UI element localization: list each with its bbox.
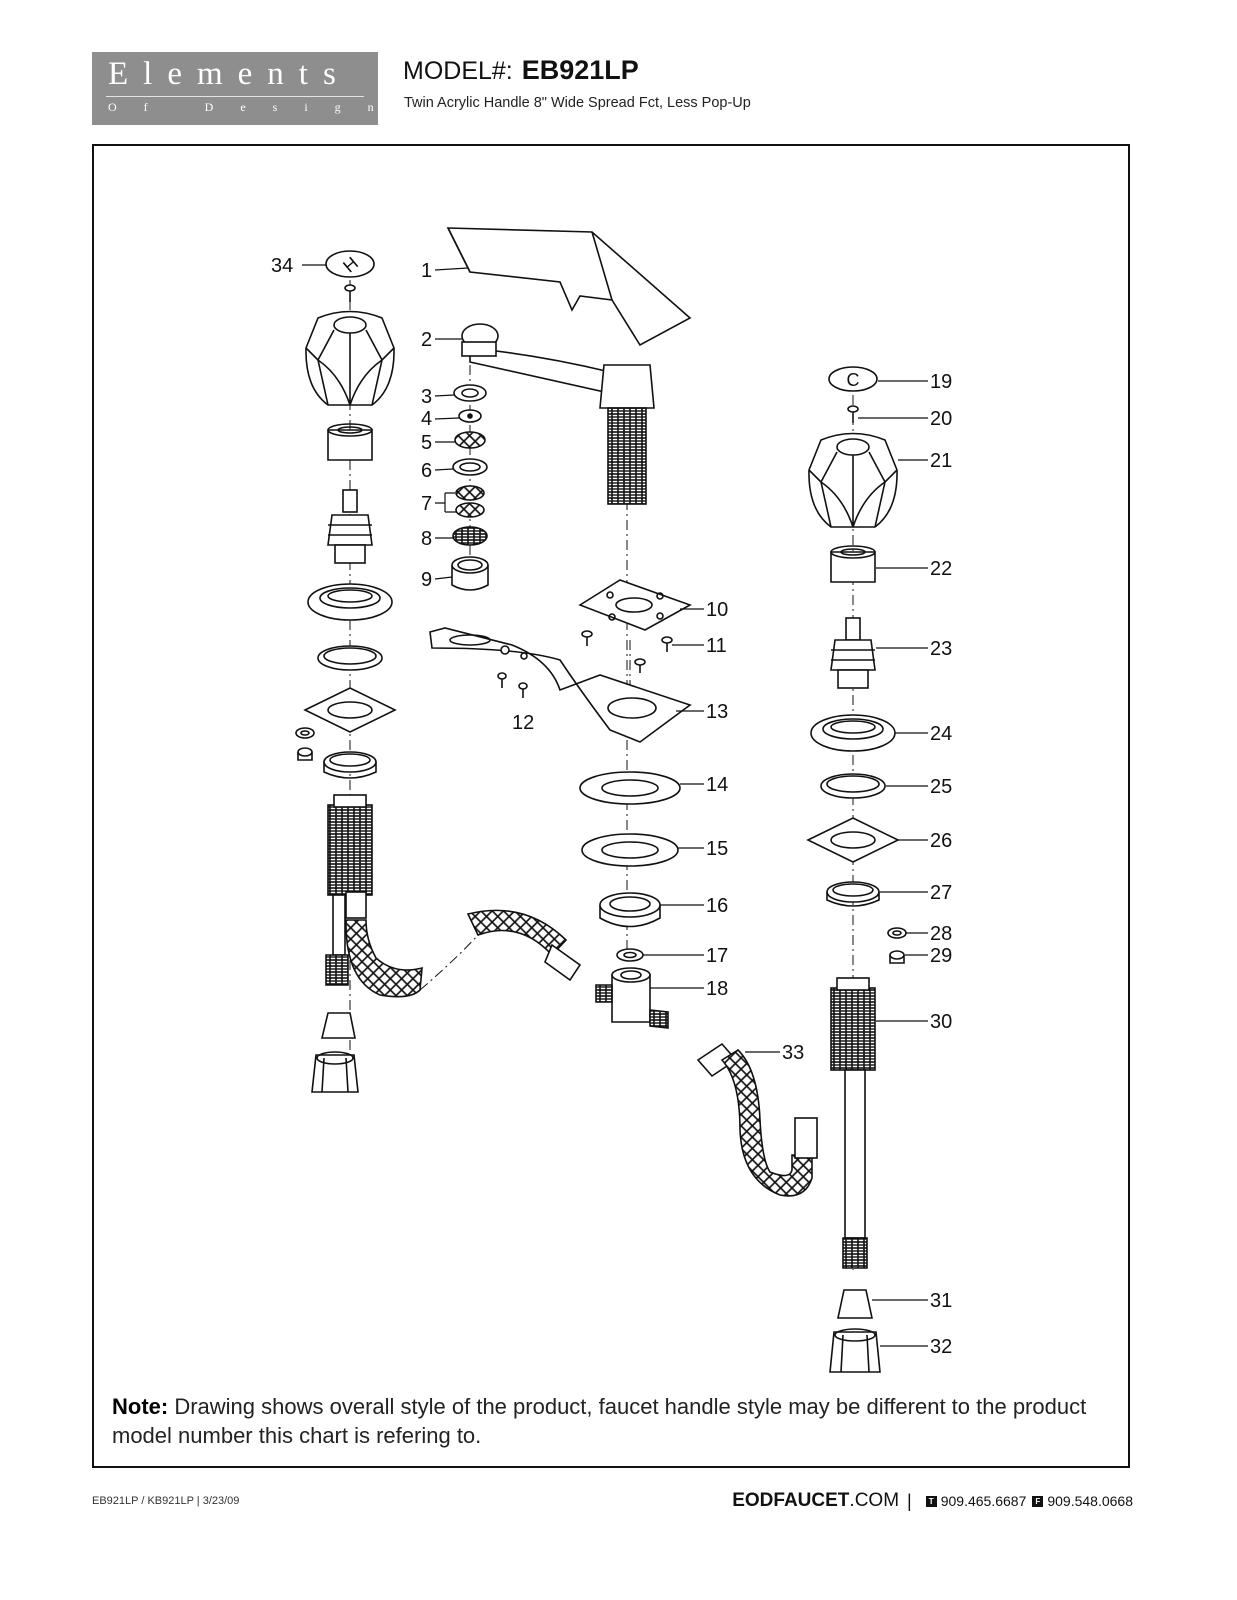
cold-cartridge-icon — [830, 617, 876, 689]
fax-icon: F — [1032, 1495, 1044, 1507]
callout-34: 34 — [271, 255, 293, 277]
note-text: Drawing shows overall style of the produ… — [112, 1394, 1087, 1448]
hot-supply-hose-icon — [345, 891, 423, 998]
callout-31: 31 — [930, 1290, 952, 1312]
hot-small-nuts-icon — [295, 727, 315, 761]
callout-27: 27 — [930, 882, 952, 904]
mounting-screws-icon — [497, 630, 673, 698]
callout-26: 26 — [930, 830, 952, 852]
callout-22: 22 — [930, 558, 952, 580]
hot-screw-icon — [344, 284, 356, 302]
spout-gasket-icon — [579, 771, 681, 805]
spout-locknut-icon — [599, 892, 661, 928]
callout-18: 18 — [706, 978, 728, 1000]
hot-washer-icon — [317, 645, 383, 671]
callout-2: 2 — [421, 329, 432, 351]
disclaimer-note: Note: Drawing shows overall style of the… — [112, 1392, 1112, 1450]
leader-lines — [302, 264, 928, 1347]
footer-separator: | — [907, 1490, 912, 1511]
hot-cartridge-icon — [327, 489, 373, 564]
cold-locknut-icon — [826, 881, 880, 907]
logo-rule — [106, 96, 364, 97]
contact-footer: EODFAUCET.COM | T 909.465.6687 F 909.548… — [732, 1490, 1133, 1512]
model-label: MODEL#: — [403, 57, 513, 85]
cold-gasket-icon — [806, 817, 900, 863]
brand-logo: Elements Of Design — [92, 52, 378, 125]
callout-30: 30 — [930, 1011, 952, 1033]
tee-connector-icon — [595, 967, 669, 1029]
logo-wordmark: Elements — [108, 56, 351, 92]
callout-9: 9 — [421, 569, 432, 591]
cold-coupling-nut-icon — [829, 1328, 881, 1373]
callout-23: 23 — [930, 638, 952, 660]
callout-3: 3 — [421, 386, 432, 408]
mounting-plate-icon — [578, 579, 692, 631]
note-label: Note: — [112, 1394, 169, 1419]
document-reference: EB921LP / KB921LP | 3/23/09 — [92, 1495, 240, 1507]
hot-gasket-icon — [303, 687, 397, 733]
callout-17: 17 — [706, 945, 728, 967]
aerator-parts-icon — [451, 384, 489, 591]
callout-14: 14 — [706, 774, 728, 796]
callout-33: 33 — [782, 1042, 804, 1064]
cold-handle-icon — [808, 432, 898, 528]
cold-screw-icon — [847, 405, 859, 423]
cold-small-nuts-icon — [887, 927, 907, 964]
cold-ferrule-icon — [837, 1289, 873, 1319]
hot-valve-body-icon — [325, 794, 373, 986]
hot-ferrule-icon — [320, 1012, 356, 1039]
hot-index-cap-icon: H — [325, 250, 375, 278]
phone-number: 909.465.6687 — [940, 1493, 1027, 1509]
phone-icon: T — [925, 1495, 937, 1507]
deck-bridge-icon — [429, 627, 692, 743]
handle-lever-icon — [461, 323, 620, 397]
mixing-hose-icon — [466, 909, 582, 982]
callout-4: 4 — [421, 408, 432, 430]
callout-25: 25 — [930, 776, 952, 798]
spout-washer-icon — [581, 833, 679, 867]
cold-flange-icon — [810, 714, 896, 752]
cold-adapter-icon — [830, 545, 876, 583]
spout-shank-icon — [599, 364, 655, 505]
callout-28: 28 — [930, 923, 952, 945]
model-number: EB921LP — [521, 55, 639, 85]
hot-handle-icon — [305, 310, 395, 406]
callout-24: 24 — [930, 723, 952, 745]
cold-index-cap-icon: C — [828, 366, 878, 392]
callout-12: 12 — [512, 712, 534, 734]
callout-21: 21 — [930, 450, 952, 472]
hot-coupling-nut-icon — [311, 1051, 359, 1093]
fax-number: 909.548.0668 — [1047, 1493, 1133, 1509]
callout-5: 5 — [421, 432, 432, 454]
callout-7: 7 — [421, 493, 432, 515]
website-link[interactable]: EODFAUCET.COM — [732, 1490, 900, 1511]
model-description: Twin Acrylic Handle 8" Wide Spread Fct, … — [404, 95, 751, 111]
callout-11: 11 — [706, 635, 727, 657]
spout-icon — [446, 227, 692, 347]
model-heading: MODEL#: EB921LP — [403, 55, 639, 86]
callout-1: 1 — [421, 260, 432, 282]
callout-10: 10 — [706, 599, 728, 621]
cold-supply-hose-icon — [696, 1042, 818, 1197]
callout-16: 16 — [706, 895, 728, 917]
diagram-frame — [92, 144, 1130, 1468]
cold-mark: C — [847, 370, 860, 390]
cold-washer-icon — [820, 773, 886, 799]
logo-tagline: Of Design — [108, 100, 401, 114]
callout-15: 15 — [706, 838, 728, 860]
callout-8: 8 — [421, 528, 432, 550]
callout-13: 13 — [706, 701, 728, 723]
callout-6: 6 — [421, 460, 432, 482]
cold-valve-body-icon — [830, 977, 876, 1269]
hot-locknut-icon — [323, 751, 377, 779]
hot-flange-icon — [307, 583, 393, 621]
callout-19: 19 — [930, 371, 952, 393]
callout-32: 32 — [930, 1336, 952, 1358]
callout-labels: 1 2 3 4 5 6 7 8 9 10 11 12 13 14 15 16 1… — [271, 255, 952, 1358]
hot-adapter-icon — [327, 423, 373, 461]
callout-20: 20 — [930, 408, 952, 430]
spout-o-ring-icon — [616, 948, 644, 962]
callout-29: 29 — [930, 945, 952, 967]
